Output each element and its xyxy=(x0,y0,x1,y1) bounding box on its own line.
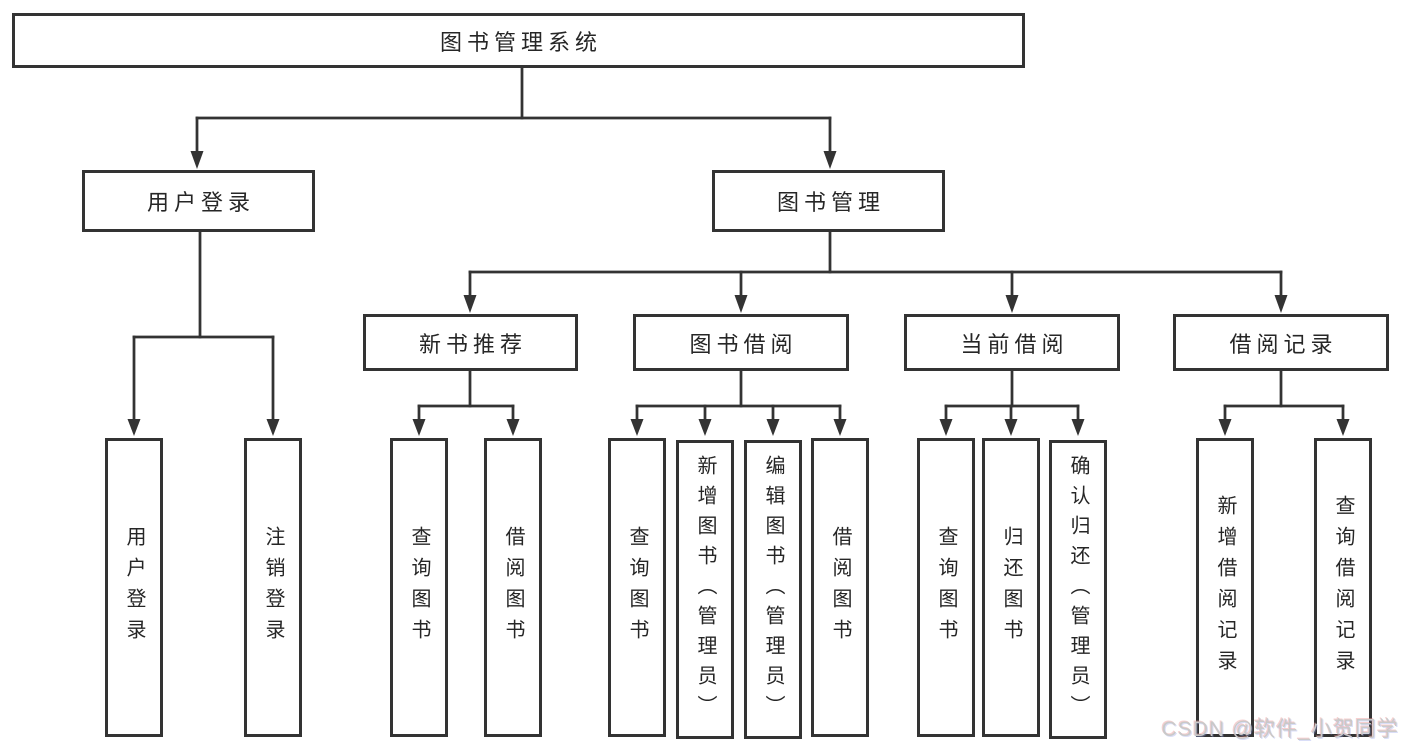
leaf-borrowing-borrow-books: 借阅图书 xyxy=(811,438,869,737)
leaf-label: 新增图书（管理员） xyxy=(694,454,716,725)
node-book-borrowing: 图书借阅 xyxy=(633,314,849,371)
leaf-logout: 注销登录 xyxy=(244,438,302,737)
leaf-confirm-return-admin: 确认归还（管理员） xyxy=(1049,440,1107,739)
leaf-user-login: 用户登录 xyxy=(105,438,163,737)
node-label: 图书管理 xyxy=(776,190,885,215)
leaf-current-query-books: 查询图书 xyxy=(917,438,975,737)
node-label: 用户登录 xyxy=(146,190,255,215)
node-book-management: 图书管理 xyxy=(712,170,945,232)
node-label: 新书推荐 xyxy=(418,331,527,357)
leaf-query-borrow-record: 查询借阅记录 xyxy=(1314,438,1372,737)
leaf-label: 查询图书 xyxy=(935,525,957,650)
leaf-label: 归还图书 xyxy=(1000,525,1022,650)
node-library-management-system: 图书管理系统 xyxy=(12,13,1025,68)
leaf-label: 确认归还（管理员） xyxy=(1067,454,1089,725)
leaf-label: 查询借阅记录 xyxy=(1332,494,1354,681)
leaf-return-books: 归还图书 xyxy=(982,438,1040,737)
arrowheads xyxy=(127,151,1350,436)
leaf-edit-books-admin: 编辑图书（管理员） xyxy=(744,440,802,739)
leaf-label: 新增借阅记录 xyxy=(1214,494,1236,681)
node-user-login: 用户登录 xyxy=(82,170,315,232)
node-new-book-recommendation: 新书推荐 xyxy=(363,314,578,371)
csdn-watermark: CSDN @软件_小贺同学 xyxy=(1161,718,1399,741)
leaf-borrowing-query-books: 查询图书 xyxy=(608,438,666,737)
leaf-label: 编辑图书（管理员） xyxy=(762,454,784,725)
node-borrowing-records: 借阅记录 xyxy=(1173,314,1389,371)
node-label: 借阅记录 xyxy=(1229,331,1338,357)
leaf-label: 注销登录 xyxy=(262,525,284,650)
leaf-add-books-admin: 新增图书（管理员） xyxy=(676,440,734,739)
leaf-label: 查询图书 xyxy=(408,525,430,650)
leaf-label: 查询图书 xyxy=(626,525,648,650)
leaf-label: 借阅图书 xyxy=(502,525,524,650)
leaf-recommend-borrow-books: 借阅图书 xyxy=(484,438,542,737)
node-current-borrowing: 当前借阅 xyxy=(904,314,1120,371)
leaf-recommend-query-books: 查询图书 xyxy=(390,438,448,737)
leaf-label: 借阅图书 xyxy=(829,525,851,650)
node-label: 图书管理系统 xyxy=(439,29,602,55)
node-label: 图书借阅 xyxy=(689,331,798,357)
node-label: 当前借阅 xyxy=(960,331,1069,357)
leaf-add-borrow-record: 新增借阅记录 xyxy=(1196,438,1254,737)
leaf-label: 用户登录 xyxy=(123,525,145,650)
